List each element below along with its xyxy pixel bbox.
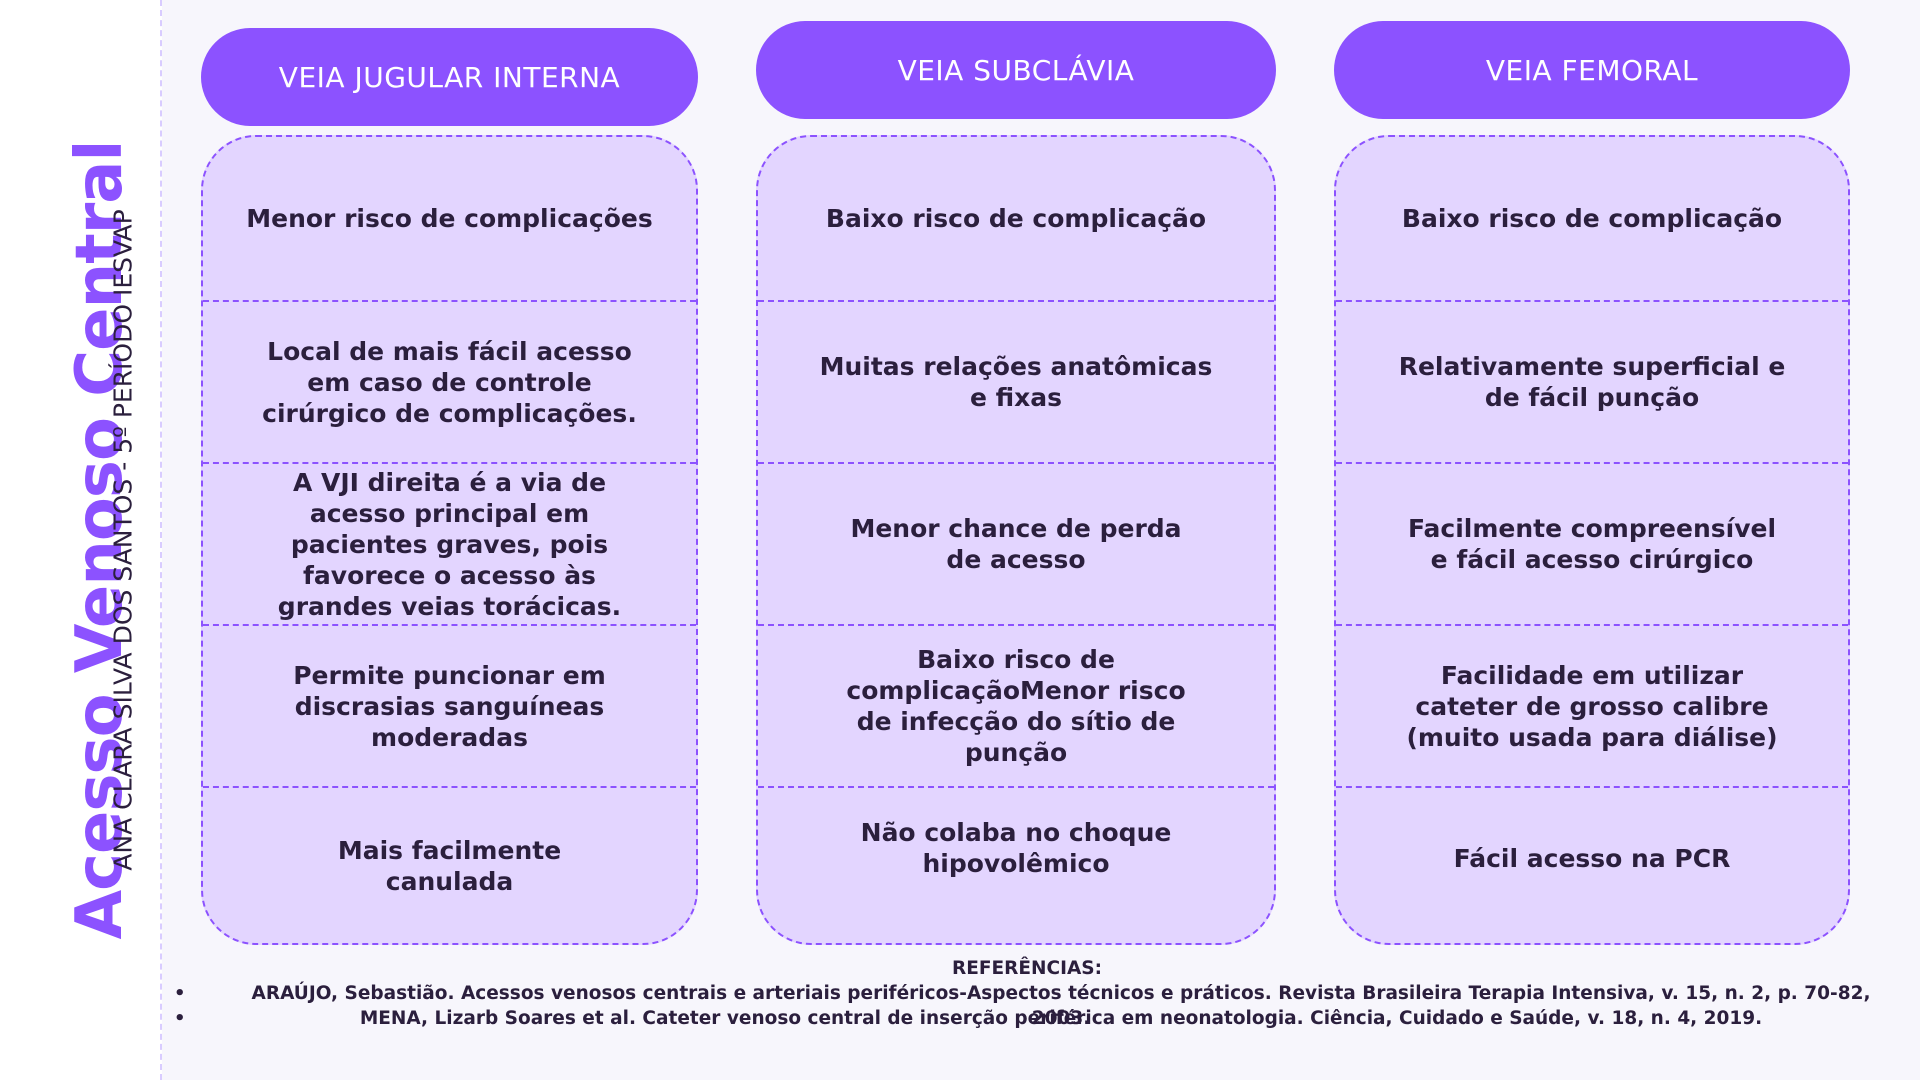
row-divider xyxy=(203,462,696,464)
cell-jugular-5: Mais facilmente canulada xyxy=(337,835,562,896)
reference-item: • ARAÚJO, Sebastião. Acessos venosos cent… xyxy=(162,981,1920,1029)
cell-jugular-4: Permite puncionar em discrasias sanguíne… xyxy=(293,660,606,752)
row-divider xyxy=(1336,786,1848,788)
row-divider xyxy=(203,624,696,626)
column-veia-jugular-interna: Menor risco de complicações Local de mai… xyxy=(201,135,698,945)
cell-subclavia-1: Baixo risco de complicação xyxy=(825,204,1207,233)
header-veia-femoral: VEIA FEMORAL xyxy=(1334,21,1850,119)
bullet-icon: • xyxy=(174,1008,186,1029)
reference-text: MENA, Lizarb Soares et al. Cateter venos… xyxy=(359,1008,1763,1029)
cell-femoral-3: Facilmente compreensível e fácil acesso … xyxy=(1407,514,1777,574)
cell-femoral-1: Baixo risco de complicação xyxy=(1401,204,1783,233)
row-divider xyxy=(203,300,696,302)
cell-subclavia-4: Baixo risco de complicaçãoMenor risco de… xyxy=(846,645,1186,767)
references-title: REFERÊNCIAS: xyxy=(951,958,1103,979)
reference-item: • MENA, Lizarb Soares et al. Cateter veno… xyxy=(162,1006,1920,1031)
row-divider xyxy=(758,462,1274,464)
column-veia-subclavia: Baixo risco de complicação Muitas relaçõ… xyxy=(756,135,1276,945)
cell-subclavia-5: Não colaba no choque hipovolêmico xyxy=(860,818,1172,878)
row-divider xyxy=(203,786,696,788)
column-veia-femoral: Baixo risco de complicação Relativamente… xyxy=(1334,135,1850,945)
header-veia-jugular-interna: VEIA JUGULAR INTERNA xyxy=(201,28,698,126)
header-veia-subclavia: VEIA SUBCLÁVIA xyxy=(756,21,1276,119)
cell-femoral-4: Facilidade em utilizar cateter de grosso… xyxy=(1406,660,1778,752)
sidebar: Acesso Venoso Central ANA CLARA SILVA DO… xyxy=(0,0,162,1080)
cell-subclavia-3: Menor chance de perda de acesso xyxy=(850,514,1182,574)
row-divider xyxy=(1336,624,1848,626)
references-list: • ARAÚJO, Sebastião. Acessos venosos cent… xyxy=(162,981,1920,1031)
author-subtitle: ANA CLARA SILVA DOS SANTOS - 5º PERÍODO … xyxy=(108,209,138,871)
cell-subclavia-2: Muitas relações anatômicas e fixas xyxy=(819,352,1213,412)
reference-text: ARAÚJO, Sebastião. Acessos venosos centr… xyxy=(251,983,1871,1029)
cell-femoral-2: Relativamente superficial e de fácil pun… xyxy=(1398,352,1786,412)
row-divider xyxy=(758,300,1274,302)
cell-jugular-2: Local de mais fácil acesso em caso de co… xyxy=(262,336,637,428)
row-divider xyxy=(1336,300,1848,302)
bullet-icon: • xyxy=(174,983,186,1004)
cell-jugular-1: Menor risco de complicações xyxy=(246,204,653,233)
row-divider xyxy=(1336,462,1848,464)
row-divider xyxy=(758,786,1274,788)
references: REFERÊNCIAS: • ARAÚJO, Sebastião. Acessos… xyxy=(162,956,1920,1031)
cell-femoral-5: Fácil acesso na PCR xyxy=(1453,843,1731,873)
cell-jugular-3: A VJI direita é a via de acesso principa… xyxy=(277,467,622,621)
row-divider xyxy=(758,624,1274,626)
